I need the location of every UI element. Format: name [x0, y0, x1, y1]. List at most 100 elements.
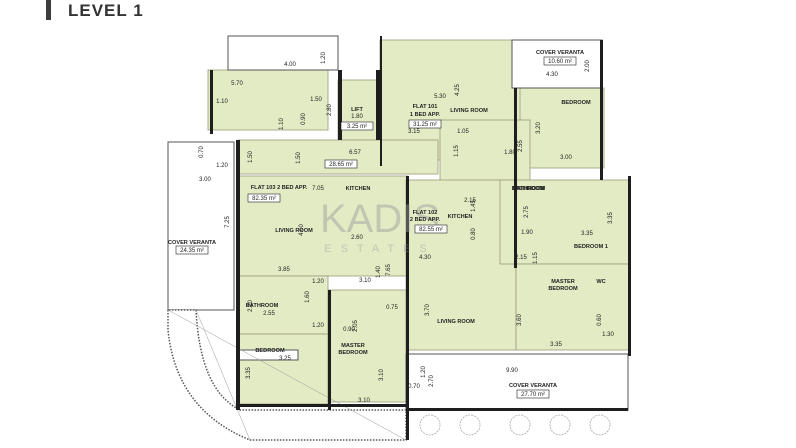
dimension-label: 0.90 [343, 327, 355, 333]
area-box [516, 389, 550, 399]
dimension-label: 1.15 [533, 252, 539, 264]
room-label: BEDROOM [548, 286, 578, 292]
veranda-flat-102 [405, 353, 629, 411]
area-box [340, 121, 374, 131]
dimension-label: 3.10 [358, 398, 370, 404]
room-flat-102-master-bedroom [515, 263, 631, 351]
veranda-hatch [167, 309, 407, 441]
area-label: 82.35 m² [252, 196, 276, 202]
dimension-label: 1.40 [376, 266, 382, 278]
watermark-sub: ESTATES [324, 243, 436, 255]
dimension-label: 1.80 [504, 150, 516, 156]
dimension-label: 1.20 [321, 52, 327, 64]
wall [514, 88, 517, 268]
room-label: 2 BED APP. [410, 217, 441, 223]
area-label: 10.60 m² [548, 59, 572, 65]
plant-icon [509, 414, 531, 436]
dimension-label: 2.00 [585, 60, 591, 72]
dimension-label: 1.10 [216, 99, 228, 105]
area-label: 3.25 m² [347, 124, 367, 130]
room-label: MASTER [551, 279, 575, 285]
dimension-label: 3.25 [279, 356, 291, 362]
room-corridor [237, 139, 439, 175]
area-label: 82.55 m² [419, 227, 443, 233]
wall [406, 176, 409, 440]
room-label: BATHROOM [246, 303, 279, 309]
dimension-label: 2.05 [353, 320, 359, 332]
dimension-label: 2.80 [327, 104, 333, 116]
room-label: BEDROOM 1 [574, 244, 608, 250]
dimension-label: 0.80 [471, 228, 477, 240]
room-flat-101-bedroom [519, 87, 605, 169]
wall [338, 70, 342, 140]
dimension-label: 3.85 [278, 267, 290, 273]
wall [628, 176, 631, 356]
dimension-label: 6.57 [349, 150, 361, 156]
dimension-label: 1.50 [310, 97, 322, 103]
wall [406, 408, 628, 411]
room-label: FLAT 102 [413, 210, 438, 216]
wall [376, 70, 380, 140]
dimension-label: 3.70 [425, 304, 431, 316]
dimension-label: 1.20 [216, 163, 228, 169]
wall [328, 290, 331, 410]
room-label: COVER VERANTA [168, 240, 216, 246]
room-label: BATHROOM [513, 186, 546, 192]
room-flat-103-living-kitchen [237, 175, 409, 277]
room-label: BEDROOM [561, 100, 591, 106]
plant-icon [549, 414, 571, 436]
room-label: 1 BED APP. [410, 112, 441, 118]
wall [600, 40, 603, 180]
dimension-label: 3.10 [379, 369, 385, 381]
dimension-label: 3.00 [560, 155, 572, 161]
room-label: FLAT 103 2 BED APP. [251, 185, 308, 191]
dimension-label: 5.70 [231, 81, 243, 87]
dimension-label: 1.45 [471, 200, 477, 212]
room-stair-hall [207, 69, 329, 131]
curved-veranda [167, 309, 407, 441]
dimension-label: 1.05 [457, 129, 469, 135]
dimension-label: 1.30 [602, 332, 614, 338]
area-label: 24.35 m² [180, 248, 204, 254]
dimension-label: 4.25 [455, 84, 461, 96]
dimension-label: 3.10 [359, 278, 371, 284]
dimension-label: 5.30 [434, 94, 446, 100]
dimension-label: 2.75 [524, 206, 530, 218]
balcony-top [227, 35, 339, 71]
dimension-label: 0.70 [199, 146, 205, 158]
dimension-label: 0.70 [408, 384, 420, 390]
dimension-label: 1.20 [312, 323, 324, 329]
area-box [408, 119, 442, 129]
dimension-label: 3.35 [581, 231, 593, 237]
room-label: MASTER [341, 343, 365, 349]
room-flat-102-living-kitchen [405, 179, 517, 351]
dimension-label: 3.20 [536, 122, 542, 134]
room-label: BEDROOM [255, 348, 285, 354]
dimension-label: 7.65 [386, 264, 392, 276]
room-label: COVER VERANTA [509, 383, 557, 389]
wall [236, 140, 240, 410]
watermark-brand: KADIS [320, 197, 440, 241]
dimension-label: 9.90 [506, 368, 518, 374]
area-label: 28.65 m² [329, 162, 353, 168]
room-label: BEDROOM [338, 350, 368, 356]
room-label: COVER VERANTA [536, 50, 584, 56]
page-title: LEVEL 1 [68, 1, 144, 20]
dimension-label: 1.10 [279, 118, 285, 130]
dimension-label: 1.90 [521, 230, 533, 236]
dimension-label: 4.60 [299, 224, 305, 236]
dimension-label: 2.60 [351, 235, 363, 241]
area-box [247, 193, 281, 203]
dimension-label: 0.60 [597, 314, 603, 326]
dimension-label: 2.55 [518, 140, 524, 152]
plant-icon [419, 414, 441, 436]
area-box [175, 245, 209, 255]
room-label: KITCHEN [448, 214, 473, 220]
dimension-label: 1.20 [421, 366, 427, 378]
dimension-label: 2.15 [464, 198, 476, 204]
floor-plan-shapes [167, 35, 631, 441]
wall [210, 70, 213, 134]
room-flat-102-bedroom-1 [499, 179, 631, 265]
